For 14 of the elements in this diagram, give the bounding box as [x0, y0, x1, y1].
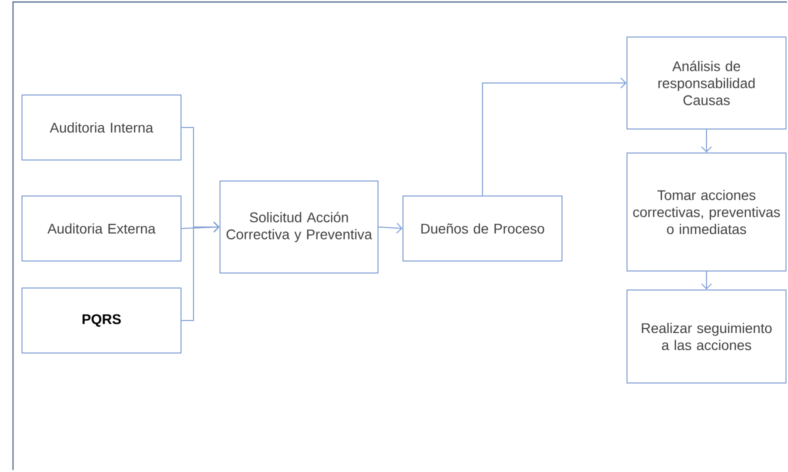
- process-box: Realizar seguimiento a las acciones: [626, 290, 786, 384]
- arrow: [378, 222, 402, 234]
- process-box: Tomar acciones correctivas, preventivas o inmediatas: [626, 152, 786, 272]
- arrow: [701, 271, 712, 290]
- process-box: Auditoria Interna: [22, 94, 182, 160]
- process-box: PQRS: [22, 288, 182, 354]
- process-box: Análisis de responsabilidad Causas: [626, 36, 786, 130]
- arrow: [181, 222, 220, 233]
- arrow: [181, 222, 220, 321]
- process-box: Auditoria Externa: [22, 196, 182, 262]
- process-box: Dueños de Proceso: [402, 196, 562, 262]
- arrow: [482, 78, 626, 196]
- process-box: Solicitud Acción Correctiva y Preventiva: [220, 180, 378, 274]
- arrow: [701, 129, 712, 152]
